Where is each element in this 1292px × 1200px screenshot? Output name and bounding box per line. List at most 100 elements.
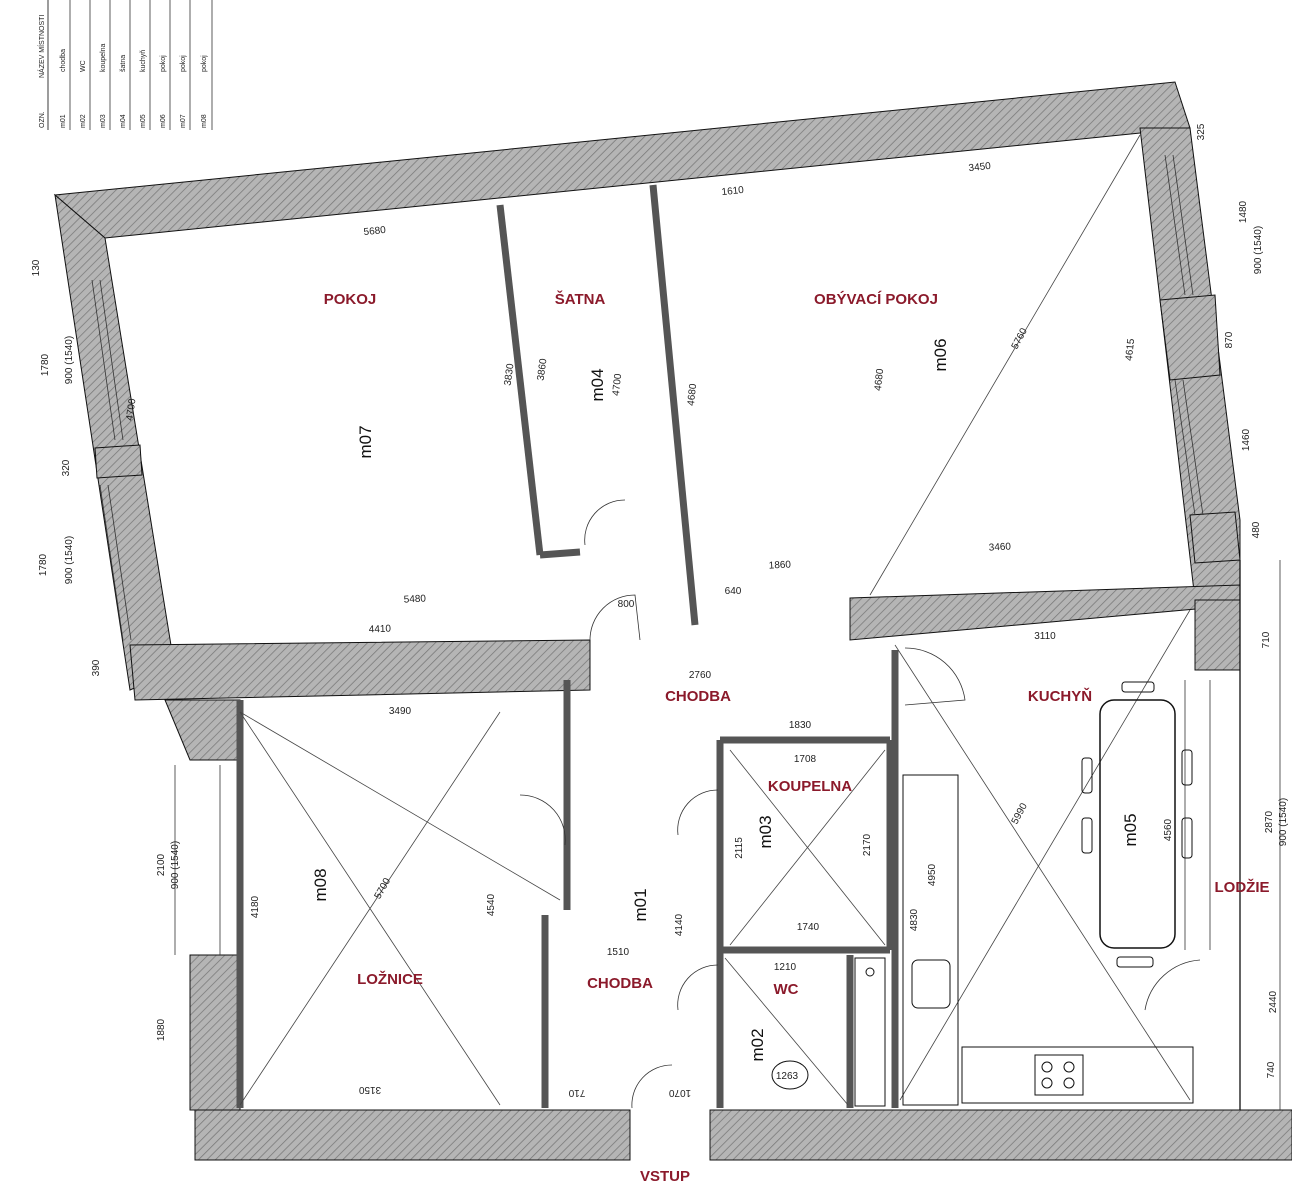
dimension: 1070 xyxy=(668,1087,691,1098)
dimension: 390 xyxy=(91,659,102,676)
hob-icon xyxy=(1034,1054,1084,1096)
dimension: 640 xyxy=(725,586,742,597)
dimension: 3450 xyxy=(968,161,992,174)
dimension: 2115 xyxy=(734,837,745,859)
room-label-chodba-2: CHODBA xyxy=(587,975,653,992)
svg-text:m03: m03 xyxy=(100,114,107,128)
interior-walls xyxy=(236,184,1281,1110)
dimension: 710 xyxy=(568,1087,585,1098)
room-label-wc: WC xyxy=(774,981,799,998)
dimension: 1708 xyxy=(794,754,817,765)
dimension: 3150 xyxy=(358,1084,381,1095)
dimension: 900 (1540) xyxy=(64,536,75,584)
dimension: 5680 xyxy=(363,225,387,238)
room-label-pokoj: POKOJ xyxy=(324,291,377,308)
dimension: 800 xyxy=(618,599,635,610)
svg-text:chodba: chodba xyxy=(60,49,67,72)
dimension: 740 xyxy=(1266,1061,1277,1078)
legend-row: m07 pokoj xyxy=(180,55,187,128)
dimension: 900 (1540) xyxy=(1278,798,1289,846)
dimension: 1860 xyxy=(768,559,791,571)
dimension: 1780 xyxy=(38,553,49,576)
room-code-m08: m08 xyxy=(311,868,330,901)
room-legend: OZN. NÁZEV MÍSTNOSTI m01 chodba m02 WC m03… xyxy=(37,0,213,130)
svg-text:WC: WC xyxy=(80,60,87,72)
svg-text:kuchyň: kuchyň xyxy=(140,50,147,72)
dimension: 3830 xyxy=(503,362,517,386)
dimension: 4680 xyxy=(686,383,699,407)
dimension: 710 xyxy=(1261,631,1272,648)
kitchen-furniture xyxy=(771,681,1194,1107)
dimension: 4700 xyxy=(611,373,624,397)
dimension: 2760 xyxy=(689,670,712,681)
room-code-m03: m03 xyxy=(756,815,775,848)
svg-text:m08: m08 xyxy=(201,114,208,128)
room-code-m04: m04 xyxy=(588,368,607,401)
dimension: 4410 xyxy=(369,624,392,636)
svg-text:pokoj: pokoj xyxy=(201,55,208,72)
dimension: 4680 xyxy=(873,368,886,392)
doors xyxy=(519,499,1201,1109)
room-diagonals xyxy=(239,134,1191,1106)
room-code-m07: m07 xyxy=(356,425,375,458)
dimension: 4950 xyxy=(927,863,938,886)
room-code-m01: m01 xyxy=(631,888,650,921)
dimension: 870 xyxy=(1224,331,1235,348)
room-label-loznice: LOŽNICE xyxy=(357,970,423,988)
dimension: 2440 xyxy=(1268,990,1279,1013)
svg-text:m07: m07 xyxy=(180,114,187,128)
dimension: 900 (1540) xyxy=(170,841,181,889)
dining-table xyxy=(1099,699,1176,949)
dimension: 3860 xyxy=(536,357,550,381)
svg-text:m02: m02 xyxy=(80,114,87,128)
svg-text:pokoj: pokoj xyxy=(160,55,167,72)
dimension: 2100 xyxy=(156,853,167,876)
svg-text:m04: m04 xyxy=(120,114,127,128)
dimension: 4615 xyxy=(1124,338,1137,362)
svg-text:m05: m05 xyxy=(140,114,147,128)
dimension: 1263 xyxy=(776,1071,799,1082)
legend-row: m04 šatna xyxy=(120,55,127,128)
room-label-lodzie: LODŽIE xyxy=(1215,878,1270,896)
svg-text:šatna: šatna xyxy=(120,55,127,72)
dimension: 1880 xyxy=(156,1018,167,1041)
dimension: 2870 xyxy=(1264,810,1275,833)
dimension: 5760 xyxy=(1010,326,1030,351)
dimension: 1460 xyxy=(1241,428,1252,451)
room-label-koupelna: KOUPELNA xyxy=(768,778,852,795)
dimension: 900 (1540) xyxy=(1253,226,1264,274)
dimension: 4560 xyxy=(1163,818,1174,841)
dimension: 900 (1540) xyxy=(64,336,75,384)
dimension: 130 xyxy=(31,259,42,276)
svg-text:m01: m01 xyxy=(60,114,67,128)
room-label-obyvaci-pokoj: OBÝVACÍ POKOJ xyxy=(814,290,938,308)
dimension: 3110 xyxy=(1034,631,1056,642)
room-label-kuchyn: KUCHYŇ xyxy=(1028,687,1092,705)
dimension: 4830 xyxy=(909,908,920,931)
dimension: 1780 xyxy=(40,353,51,376)
dimension: 320 xyxy=(61,459,72,476)
dimension: 3490 xyxy=(389,706,412,717)
windows xyxy=(91,154,1211,955)
dimension: 480 xyxy=(1251,521,1262,538)
svg-text:pokoj: pokoj xyxy=(180,55,187,72)
room-label-chodba: CHODBA xyxy=(665,688,731,705)
walls xyxy=(53,81,1292,1161)
svg-text:m06: m06 xyxy=(160,114,167,128)
legend-header-name: NÁZEV MÍSTNOSTI xyxy=(37,15,46,78)
room-code-m06: m06 xyxy=(931,338,950,371)
dimension: 2170 xyxy=(862,833,873,856)
dimension: 4140 xyxy=(674,913,685,936)
legend-row: m08 pokoj xyxy=(201,55,208,128)
dimension: 1740 xyxy=(797,922,820,933)
dimension: 4180 xyxy=(250,895,261,918)
dimension: 3460 xyxy=(988,541,1011,553)
svg-text:koupelna: koupelna xyxy=(100,43,107,72)
room-code-m05: m05 xyxy=(1121,813,1140,846)
legend-header-code: OZN. xyxy=(39,111,46,128)
dimension: 1480 xyxy=(1238,200,1249,223)
dimension: 1210 xyxy=(774,962,797,973)
legend-row: m03 koupelna xyxy=(100,43,107,128)
room-label-satna: ŠATNA xyxy=(555,290,606,308)
